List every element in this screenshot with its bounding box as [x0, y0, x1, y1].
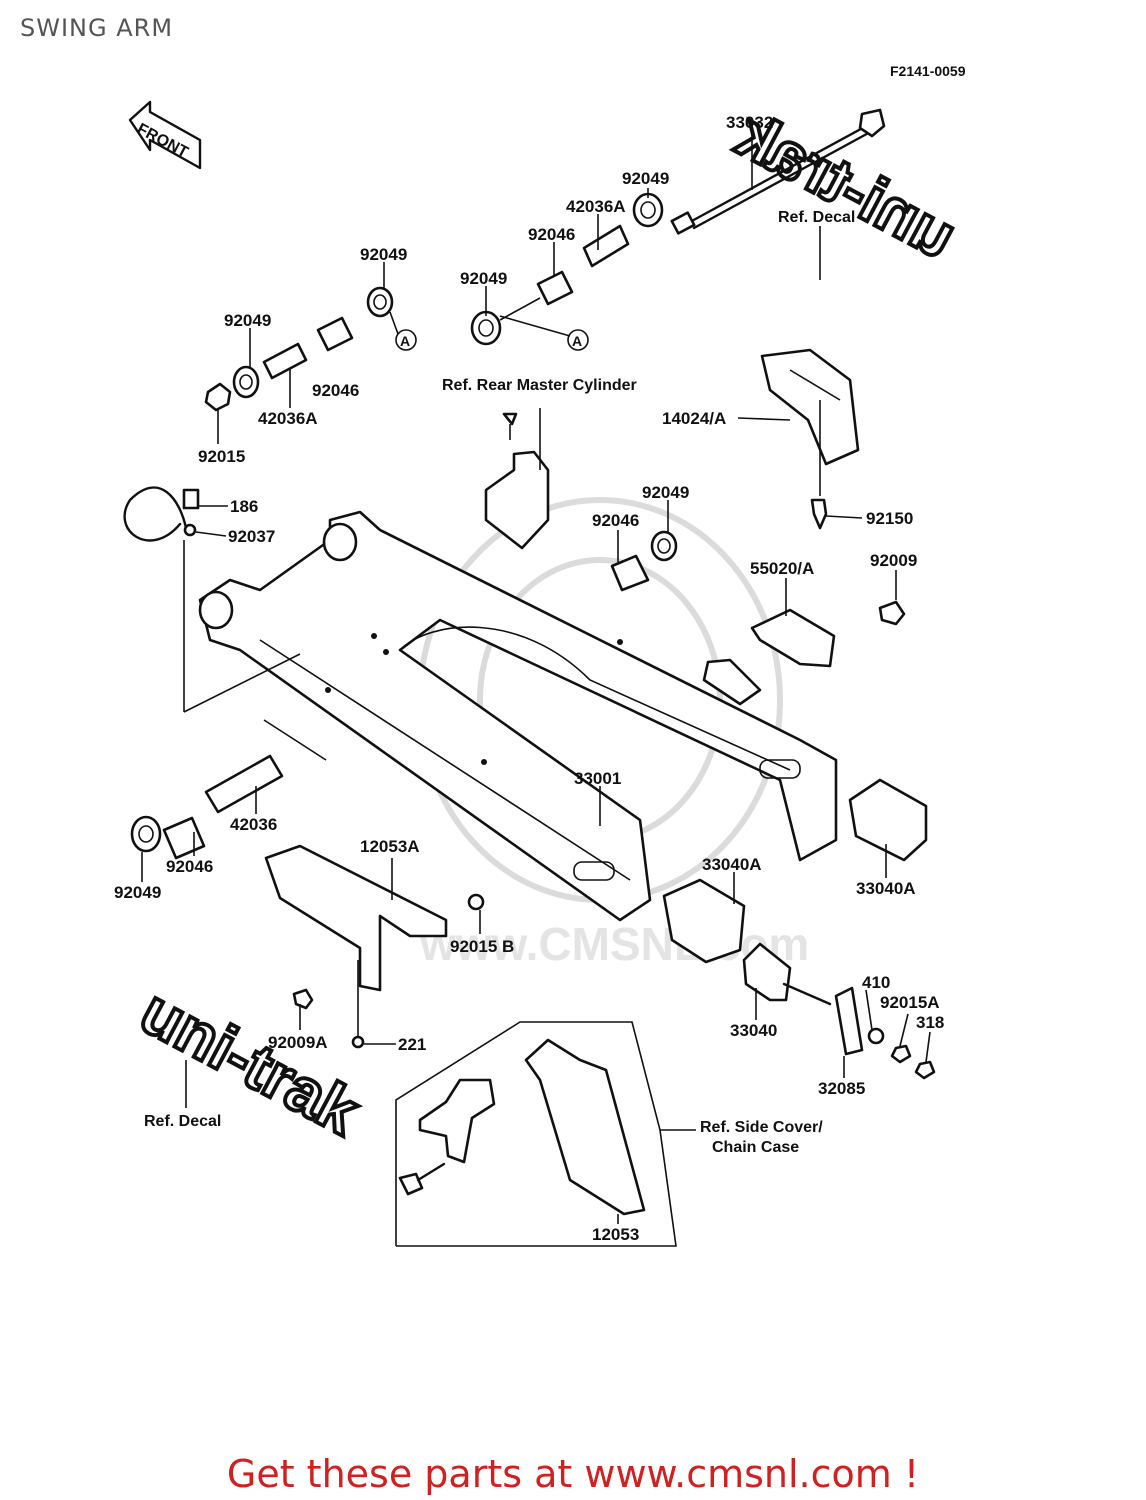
label-14024A: 14024/A [662, 409, 726, 428]
label-92150: 92150 [866, 509, 913, 528]
label-92049-c: 92049 [360, 245, 407, 264]
leader-lines [141, 132, 931, 1224]
label-33032: 33032 [726, 113, 773, 132]
callout-a-1: A [572, 333, 582, 349]
side-cover-chain-case [395, 1021, 696, 1247]
label-ref-side-cover: Ref. Side Cover/ [700, 1119, 823, 1136]
page-title: SWING ARM [20, 14, 174, 42]
label-42036A-a: 42036A [566, 197, 626, 216]
label-186: 186 [230, 497, 258, 516]
label-92049-e: 92049 [642, 483, 689, 502]
label-12053A: 12053A [360, 837, 420, 856]
swing-arm-33001 [198, 510, 838, 922]
label-92049-b: 92049 [460, 269, 507, 288]
upper-left-bushings: A [204, 286, 417, 412]
label-92009A: 92009A [268, 1033, 328, 1052]
chain-adjuster-33040A-right [848, 778, 928, 862]
label-92046-a: 92046 [528, 225, 575, 244]
label-42036: 42036 [230, 815, 277, 834]
bracket-55020A [702, 600, 906, 706]
label-92037: 92037 [228, 527, 275, 546]
pivot-shaft-33032 [670, 108, 886, 235]
label-ref-decal-top: Ref. Decal [778, 209, 855, 226]
chain-adjuster-33040A-left [662, 878, 746, 964]
label-92049-f: 92049 [114, 883, 161, 902]
label-55020A: 55020/A [750, 559, 814, 578]
hose-clip-92037 [123, 486, 200, 542]
label-92049-a: 92049 [622, 169, 669, 188]
label-33001: 33001 [574, 769, 621, 788]
callout-a-2: A [400, 333, 410, 349]
chain-slipper-12053A [264, 844, 485, 1049]
label-ref-rear-master-cylinder: Ref. Rear Master Cylinder [442, 377, 637, 394]
label-92015B: 92015 B [450, 937, 514, 956]
adjuster-plate-33040 [742, 942, 936, 1080]
label-92015: 92015 [198, 447, 245, 466]
label-92049-d: 92049 [224, 311, 271, 330]
label-92046-d: 92046 [166, 857, 213, 876]
label-32085: 32085 [818, 1079, 865, 1098]
label-92015A: 92015A [880, 993, 940, 1012]
rear-master-cylinder-bracket [484, 408, 550, 550]
diagram-code: F2141-0059 [890, 63, 966, 79]
label-12053: 12053 [592, 1225, 639, 1244]
right-pivot-bushings [610, 530, 678, 592]
chain-guard-14024A [760, 348, 860, 530]
label-92046-c: 92046 [592, 511, 639, 530]
label-ref-decal-bottom: Ref. Decal [144, 1113, 221, 1130]
label-42036A-b: 42036A [258, 409, 318, 428]
footer-link[interactable]: Get these parts at www.cmsnl.com ! [226, 1452, 920, 1496]
label-410: 410 [862, 973, 890, 992]
label-33040A-b: 33040A [856, 879, 916, 898]
label-221: 221 [398, 1035, 426, 1054]
part-labels: 33032 92049 42036A 92046 92049 92049 920… [114, 113, 944, 1244]
label-318: 318 [916, 1013, 944, 1032]
label-33040: 33040 [730, 1021, 777, 1040]
label-92046-b: 92046 [312, 381, 359, 400]
label-33040A-a: 33040A [702, 855, 762, 874]
front-arrow-icon: FRONT [128, 100, 202, 170]
label-92009: 92009 [870, 551, 917, 570]
lower-left-bushings [130, 540, 327, 860]
swing-arm-diagram: www.CMSNL.com F2141-0059 FRONT A [114, 63, 969, 1247]
label-ref-chain-case: Chain Case [712, 1139, 799, 1156]
